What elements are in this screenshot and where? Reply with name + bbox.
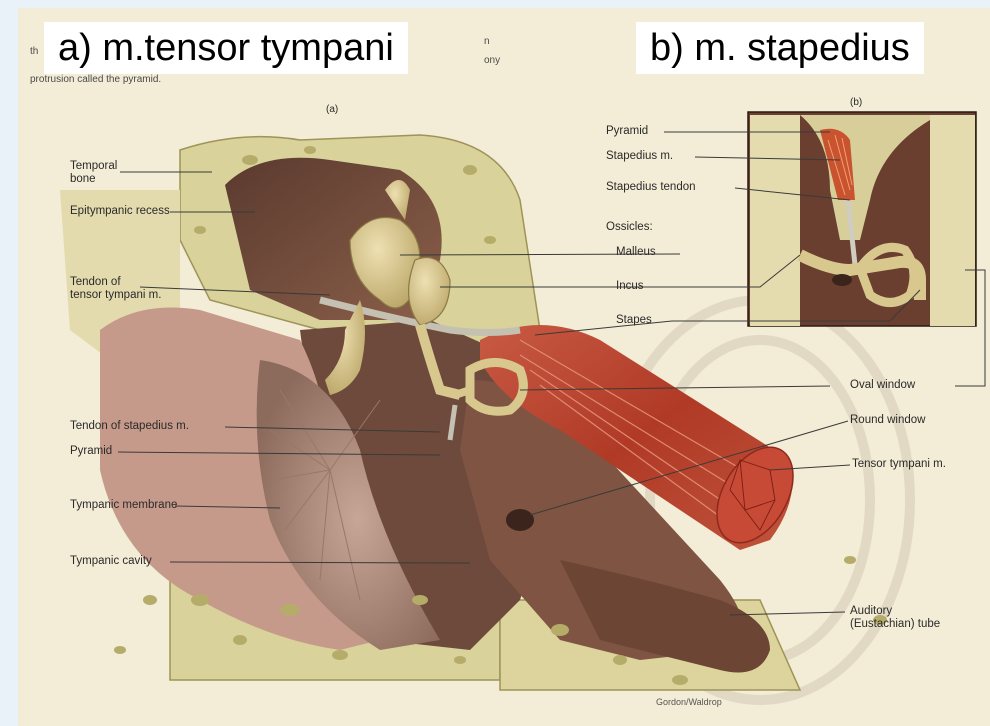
label-tendon-stapedius: Tendon of stapedius m.: [70, 420, 189, 433]
round-window: [506, 509, 534, 531]
label-temporal-bone: Temporal bone: [70, 160, 117, 186]
caption-fragment: th: [30, 46, 38, 57]
label-malleus: Malleus: [616, 246, 656, 259]
label-epitympanic-recess: Epitympanic recess: [70, 205, 170, 218]
label-stapes: Stapes: [616, 314, 652, 327]
label-oval-window: Oval window: [850, 379, 915, 392]
label-tympanic-cavity: Tympanic cavity: [70, 555, 152, 568]
label-tensor-tympani-m: Tensor tympani m.: [852, 458, 946, 471]
stapes-head: [455, 390, 470, 395]
label-round-window: Round window: [850, 414, 925, 427]
label-tympanic-membrane: Tympanic membrane: [70, 499, 177, 512]
label-tendon-tensor-tympani: Tendon of tensor tympani m.: [70, 276, 161, 302]
label-incus: Incus: [616, 280, 644, 293]
inset-panel-b: [748, 112, 976, 326]
caption-fragment: ony: [484, 55, 500, 66]
label-stapedius-m: Stapedius m.: [606, 150, 673, 163]
illustrator-credit: Gordon/Waldrop: [656, 696, 722, 709]
title-a-tensor-tympani: a) m.tensor tympani: [44, 22, 408, 74]
label-auditory-tube: Auditory (Eustachian) tube: [850, 605, 940, 631]
label-stapedius-tendon: Stapedius tendon: [606, 181, 696, 194]
panel-label-b: (b): [850, 96, 862, 109]
caption-fragment: protrusion called the pyramid.: [30, 74, 161, 85]
label-pyramid-b: Pyramid: [606, 125, 648, 138]
title-b-stapedius: b) m. stapedius: [636, 22, 924, 74]
panel-label-a: (a): [326, 103, 338, 116]
caption-fragment: n: [484, 36, 490, 47]
label-pyramid-a: Pyramid: [70, 445, 112, 458]
label-ossicles: Ossicles:: [606, 221, 653, 234]
